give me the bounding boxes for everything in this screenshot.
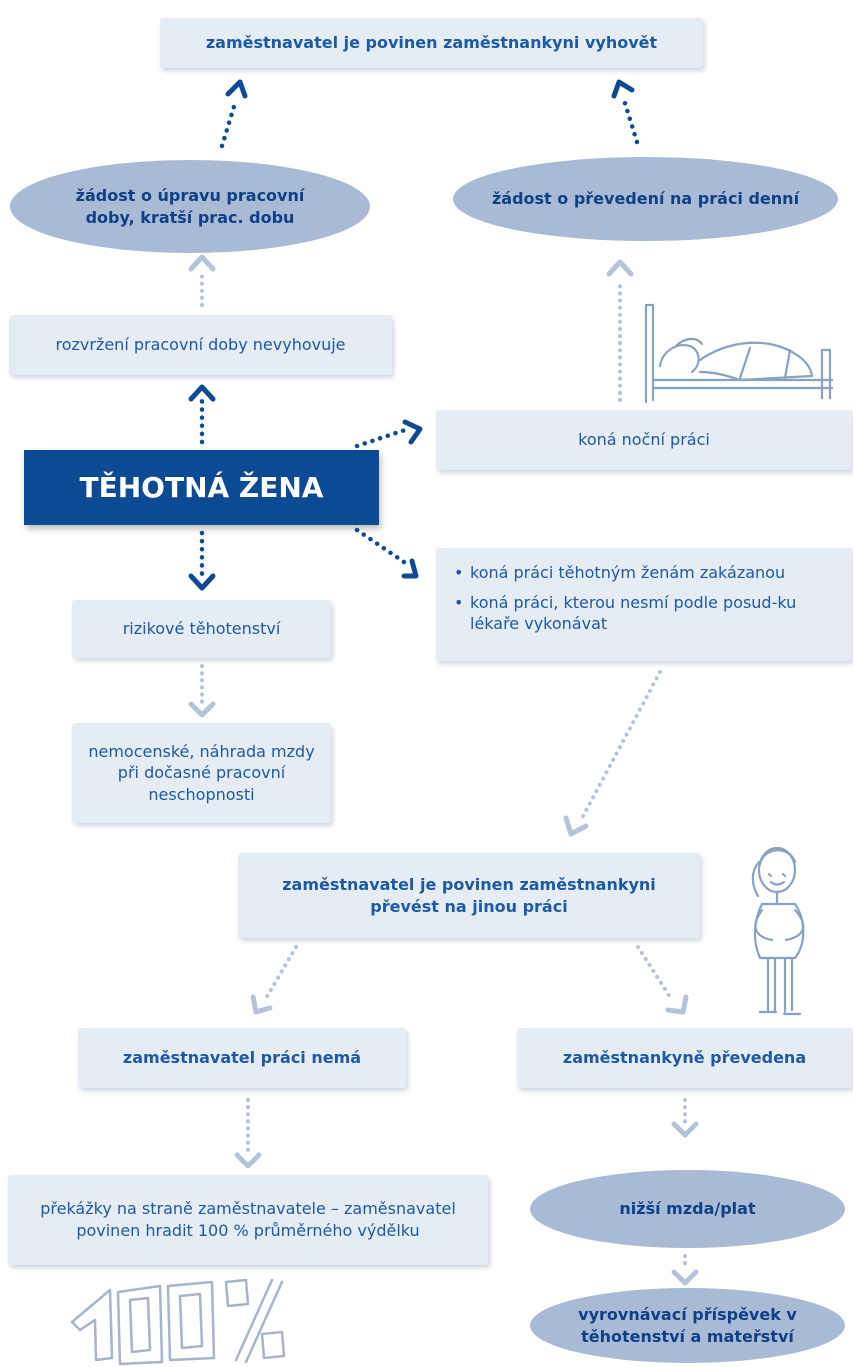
arrow-main-down bbox=[188, 530, 216, 591]
compensation-text: vyrovnávací příspěvek v těhotenství a ma… bbox=[578, 1304, 797, 1346]
transferred-text: zaměstnankyně převedena bbox=[562, 1048, 807, 1068]
employer-must-comply-box: zaměstnavatel je povinen zaměstnankyni v… bbox=[160, 18, 703, 68]
obstacles-box: překážky na straně zaměstnavatele – zamě… bbox=[8, 1175, 488, 1265]
pregnant-woman-illustration bbox=[751, 846, 805, 1016]
request-day-work-ellipse: žádost o převedení na práci denní bbox=[453, 157, 838, 241]
pregnant-woman-title: TĚHOTNÁ ŽENA bbox=[79, 471, 324, 504]
prohibited-work-box: koná práci těhotným ženám zakázanou koná… bbox=[436, 548, 852, 661]
arrow-right-ellipse-to-top bbox=[611, 79, 640, 145]
transferred-box: zaměstnankyně převedena bbox=[517, 1028, 852, 1088]
schedule-unsuitable-box: rozvržení pracovní doby nevyhovuje bbox=[9, 315, 392, 375]
night-work-box: koná noční práci bbox=[436, 410, 852, 470]
arrow-night-to-ellipse bbox=[609, 262, 631, 402]
arrow-left-ellipse-to-top bbox=[219, 79, 248, 149]
prohibited-work-item: koná práci, kterou nesmí podle posud-ku … bbox=[454, 592, 836, 635]
arrow-lower-wage-to-compensation bbox=[671, 1254, 699, 1286]
request-adjust-hours-text: žádost o úpravu pracovní doby, kratší pr… bbox=[75, 185, 305, 227]
request-day-work-text: žádost o převedení na práci denní bbox=[491, 189, 800, 209]
schedule-unsuitable-text: rozvržení pracovní doby nevyhovuje bbox=[55, 335, 346, 355]
arrow-risky-to-sickness bbox=[188, 664, 216, 718]
sickness-benefit-box: nemocenské, náhrada mzdy při dočasné pra… bbox=[72, 723, 331, 823]
arrow-main-up bbox=[188, 384, 216, 445]
arrow-prohibited-to-transfer bbox=[563, 670, 662, 837]
lower-wage-ellipse: nižší mzda/plat bbox=[530, 1170, 845, 1248]
request-adjust-hours-ellipse: žádost o úpravu pracovní doby, kratší pr… bbox=[10, 160, 370, 253]
obstacles-text: překážky na straně zaměstnavatele – zamě… bbox=[40, 1199, 456, 1240]
arrow-main-prohibited bbox=[354, 527, 419, 579]
employer-must-comply-text: zaměstnavatel je povinen zaměstnankyni v… bbox=[205, 33, 658, 53]
risky-pregnancy-box: rizikové těhotenství bbox=[72, 600, 331, 658]
prohibited-work-item: koná práci těhotným ženám zakázanou bbox=[454, 562, 836, 584]
hundred-percent-illustration bbox=[70, 1278, 286, 1366]
prohibited-work-list: koná práci těhotným ženám zakázanou koná… bbox=[454, 562, 836, 643]
lower-wage-text: nižší mzda/plat bbox=[619, 1199, 756, 1219]
arrow-main-night bbox=[354, 419, 423, 449]
arrow-transferred-to-lower-wage bbox=[671, 1098, 699, 1138]
night-work-text: koná noční práci bbox=[578, 430, 710, 450]
must-transfer-text: zaměstnavatel je povinen zaměstnankyni p… bbox=[282, 874, 656, 916]
arrow-schedule-to-ellipse bbox=[191, 257, 213, 307]
no-work-box: zaměstnavatel práci nemá bbox=[78, 1028, 406, 1088]
arrow-transfer-to-no-work bbox=[250, 945, 298, 1015]
compensation-ellipse: vyrovnávací příspěvek v těhotenství a ma… bbox=[530, 1288, 845, 1363]
risky-pregnancy-text: rizikové těhotenství bbox=[122, 619, 281, 639]
no-work-text: zaměstnavatel práci nemá bbox=[122, 1048, 362, 1068]
sickness-benefit-text: nemocenské, náhrada mzdy při dočasné pra… bbox=[88, 741, 315, 804]
arrow-no-work-to-obstacles bbox=[234, 1098, 262, 1169]
arrow-transfer-to-transferred bbox=[636, 945, 689, 1015]
must-transfer-box: zaměstnavatel je povinen zaměstnankyni p… bbox=[238, 853, 700, 938]
pregnant-woman-box: TĚHOTNÁ ŽENA bbox=[24, 450, 379, 525]
sleeping-woman-bed-illustration bbox=[644, 303, 834, 404]
